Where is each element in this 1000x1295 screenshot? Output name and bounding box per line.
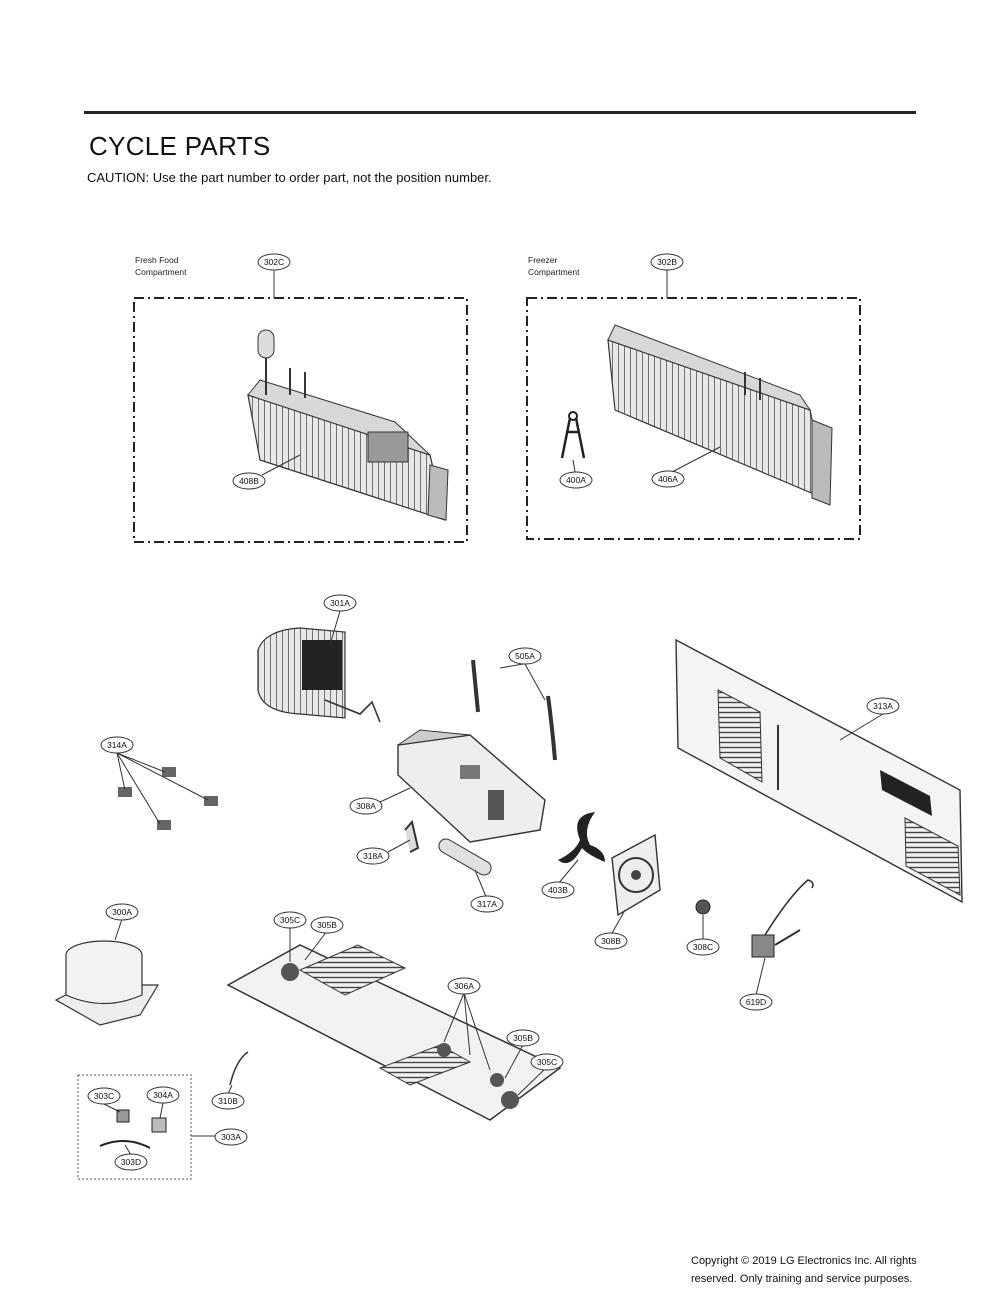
callout-305B-top-text: 305B (317, 920, 337, 930)
callout-308A-text: 308A (356, 801, 376, 811)
callout-302B[interactable]: 302B (650, 253, 684, 271)
callout-505A-text: 505A (515, 651, 535, 661)
callout-303A[interactable]: 303A (214, 1128, 248, 1146)
callout-313A[interactable]: 313A (866, 697, 900, 715)
callout-406A-text: 406A (658, 474, 678, 484)
callout-408B[interactable]: 408B (232, 472, 266, 490)
callout-303C[interactable]: 303C (87, 1087, 121, 1105)
callout-406A[interactable]: 406A (651, 470, 685, 488)
relay-kit-parts (99, 1109, 167, 1149)
leader-lines (103, 270, 884, 1156)
caution-note: CAUTION: Use the part number to order pa… (87, 170, 492, 185)
freezer-label-line1: Freezer (528, 255, 557, 265)
condenser (257, 627, 381, 723)
drain-heater (438, 838, 492, 876)
heater-clip-400A (560, 411, 586, 459)
copyright-line1: Copyright © 2019 LG Electronics Inc. All… (691, 1255, 917, 1267)
compressor (54, 940, 160, 1026)
callout-303D-text: 303D (121, 1157, 141, 1167)
fresh-food-label-line2: Compartment (135, 267, 187, 277)
grommet-308C (695, 899, 711, 915)
copyright-notice: Copyright © 2019 LG Electronics Inc. All… (691, 1252, 981, 1288)
freezer-evaporator (607, 324, 833, 506)
wire-310B (229, 1051, 249, 1086)
callout-310B-text: 310B (218, 1096, 238, 1106)
drain-tubes (471, 659, 557, 761)
fresh-food-evaporator (247, 329, 449, 521)
freezer-compartment-box (526, 297, 861, 540)
callout-400A-text: 400A (566, 475, 586, 485)
copyright-line2: reserved. Only training and service purp… (691, 1273, 913, 1285)
callout-403B-text: 403B (548, 885, 568, 895)
callout-314A-text: 314A (107, 740, 127, 750)
callout-308B-text: 308B (601, 936, 621, 946)
machine-compartment-cover (397, 729, 546, 843)
fresh-food-label-line1: Fresh Food (135, 255, 179, 265)
sensor-bracket (404, 819, 420, 853)
callout-317A[interactable]: 317A (470, 895, 504, 913)
callout-300A-text: 300A (112, 907, 132, 917)
callout-302B-text: 302B (657, 257, 677, 267)
relay-kit-box (77, 1074, 192, 1180)
fan-blade (558, 812, 605, 864)
valve-assembly (751, 879, 814, 958)
callout-314A[interactable]: 314A (100, 736, 134, 754)
callout-303A-text: 303A (221, 1132, 241, 1142)
callout-400A[interactable]: 400A (559, 471, 593, 489)
callout-305B-bottom-text: 305B (513, 1033, 533, 1043)
callout-305B-bottom[interactable]: 305B (506, 1029, 540, 1047)
freezer-label-line2: Compartment (528, 267, 580, 277)
callout-304A[interactable]: 304A (146, 1086, 180, 1104)
callout-305B-top[interactable]: 305B (310, 916, 344, 934)
callout-505A[interactable]: 505A (508, 647, 542, 665)
header-rule (84, 111, 916, 114)
callout-303D[interactable]: 303D (114, 1153, 148, 1171)
callout-310B[interactable]: 310B (211, 1092, 245, 1110)
callout-306A[interactable]: 306A (447, 977, 481, 995)
callout-403B[interactable]: 403B (541, 881, 575, 899)
callout-302C[interactable]: 302C (257, 253, 291, 271)
callout-303C-text: 303C (94, 1091, 114, 1101)
callout-619D-text: 619D (746, 997, 766, 1007)
callout-318A-text: 318A (363, 851, 383, 861)
callout-619D[interactable]: 619D (739, 993, 773, 1011)
callout-302C-text: 302C (264, 257, 284, 267)
fan-shroud (611, 833, 661, 917)
callout-308B[interactable]: 308B (594, 932, 628, 950)
back-cover-panel (675, 638, 963, 904)
callout-317A-text: 317A (477, 899, 497, 909)
callout-308C-text: 308C (693, 942, 713, 952)
wire-clips (118, 767, 218, 830)
callout-301A[interactable]: 301A (323, 594, 357, 612)
callout-306A-text: 306A (454, 981, 474, 991)
base-plate (226, 944, 562, 1121)
page-title: CYCLE PARTS (89, 131, 271, 161)
callout-305C-top-text: 305C (280, 915, 300, 925)
callout-305C-top[interactable]: 305C (273, 911, 307, 929)
callout-318A[interactable]: 318A (356, 847, 390, 865)
callout-301A-text: 301A (330, 598, 350, 608)
callout-304A-text: 304A (153, 1090, 173, 1100)
callout-305C-bottom-text: 305C (537, 1057, 557, 1067)
callout-308A[interactable]: 308A (349, 797, 383, 815)
callout-313A-text: 313A (873, 701, 893, 711)
fresh-food-compartment-box (133, 297, 468, 543)
callout-308C[interactable]: 308C (686, 938, 720, 956)
callout-305C-bottom[interactable]: 305C (530, 1053, 564, 1071)
callout-408B-text: 408B (239, 476, 259, 486)
callout-300A[interactable]: 300A (105, 903, 139, 921)
